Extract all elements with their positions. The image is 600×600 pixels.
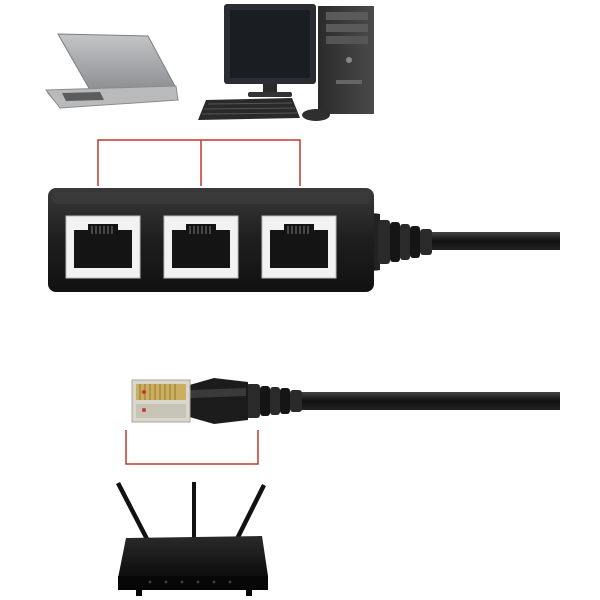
laptop-icon — [45, 33, 179, 110]
connector-lines-top — [97, 139, 301, 186]
port-1 — [65, 215, 141, 279]
port-2 — [163, 215, 239, 279]
wifi-router-icon — [116, 482, 268, 596]
ethernet-splitter — [48, 188, 560, 292]
rj45-plug — [131, 378, 560, 424]
strain-relief — [364, 213, 432, 271]
port-3 — [261, 215, 337, 279]
connector-line-bottom — [125, 430, 259, 465]
desktop-computer-icon — [198, 4, 374, 121]
router-status-lights — [148, 580, 232, 584]
